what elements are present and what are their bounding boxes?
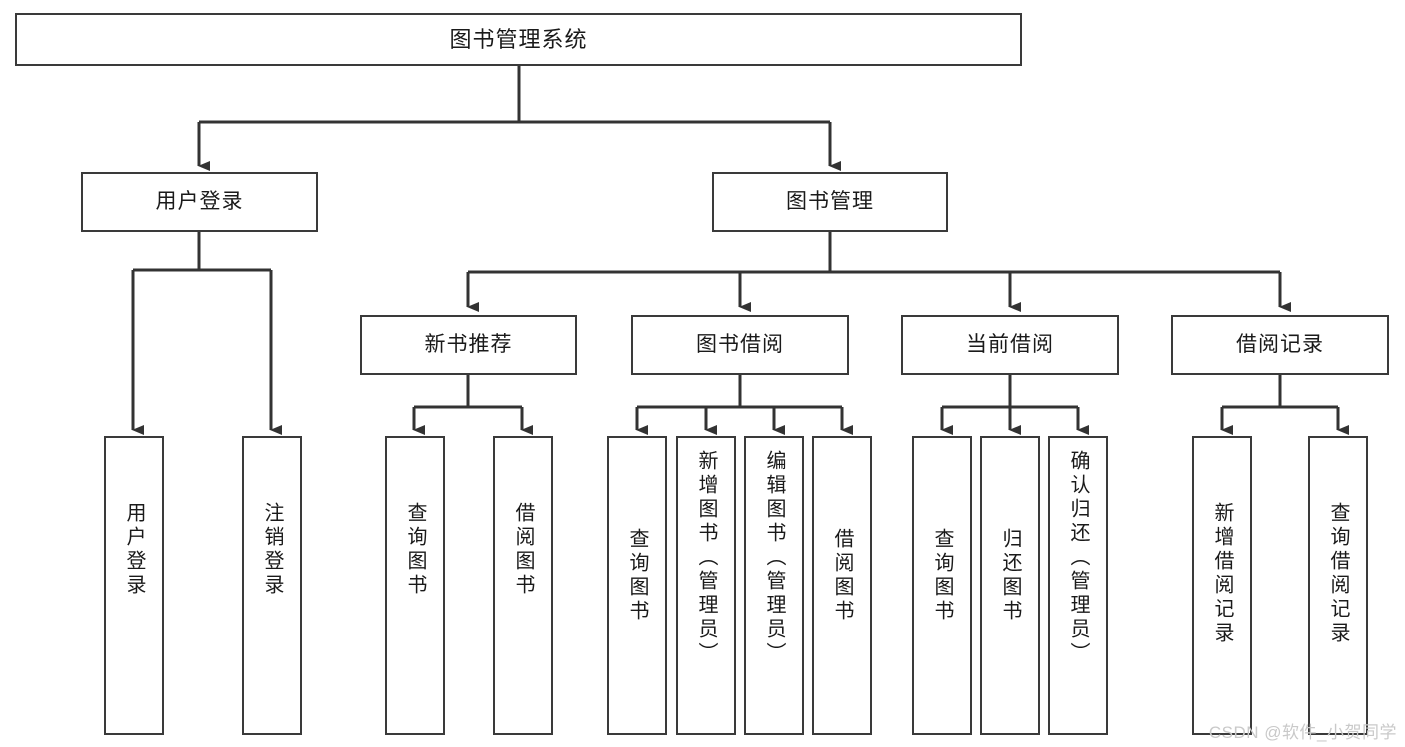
node-label: 新书推荐 <box>424 332 513 356</box>
node-current-borrow[interactable]: 当前借阅 <box>901 315 1119 375</box>
node-label: 用户登录 <box>123 502 145 598</box>
watermark: CSDN @软件_小贺同学 <box>1208 723 1397 742</box>
leaf-query-record[interactable]: 查询借阅记录 <box>1308 436 1368 735</box>
leaf-borrow-book-2[interactable]: 借阅图书 <box>812 436 872 735</box>
node-root-system[interactable]: 图书管理系统 <box>15 13 1022 66</box>
leaf-add-book[interactable]: 新增图书（管理员） <box>676 436 736 735</box>
node-label: 借阅图书 <box>512 502 534 598</box>
node-new-book-rec[interactable]: 新书推荐 <box>360 315 577 375</box>
leaf-query-book-1[interactable]: 查询图书 <box>385 436 445 735</box>
leaf-edit-book[interactable]: 编辑图书（管理员） <box>744 436 804 735</box>
node-user-login[interactable]: 用户登录 <box>81 172 318 232</box>
node-label: 新增图书（管理员） <box>695 450 717 666</box>
leaf-borrow-book-1[interactable]: 借阅图书 <box>493 436 553 735</box>
leaf-confirm-return[interactable]: 确认归还（管理员） <box>1048 436 1108 735</box>
node-label: 借阅图书 <box>831 528 853 624</box>
node-label: 当前借阅 <box>966 332 1054 356</box>
node-borrow-record[interactable]: 借阅记录 <box>1171 315 1389 375</box>
node-label: 用户登录 <box>155 189 244 213</box>
node-label: 图书管理 <box>786 189 874 213</box>
node-label: 借阅记录 <box>1236 332 1324 356</box>
node-label: 图书管理系统 <box>449 26 588 52</box>
node-label: 新增借阅记录 <box>1211 502 1233 646</box>
leaf-query-book-3[interactable]: 查询图书 <box>912 436 972 735</box>
node-label: 图书借阅 <box>696 332 784 356</box>
node-label: 查询图书 <box>626 528 648 624</box>
node-label: 查询图书 <box>404 502 426 598</box>
leaf-add-record[interactable]: 新增借阅记录 <box>1192 436 1252 735</box>
leaf-user-login[interactable]: 用户登录 <box>104 436 164 735</box>
node-label: 注销登录 <box>261 502 283 598</box>
node-label: 归还图书 <box>999 528 1021 624</box>
node-label: 查询借阅记录 <box>1327 502 1349 646</box>
node-label: 查询图书 <box>931 528 953 624</box>
node-label: 编辑图书（管理员） <box>763 450 785 666</box>
node-book-manage[interactable]: 图书管理 <box>712 172 948 232</box>
leaf-logout[interactable]: 注销登录 <box>242 436 302 735</box>
node-label: 确认归还（管理员） <box>1067 450 1089 666</box>
node-book-borrow[interactable]: 图书借阅 <box>631 315 849 375</box>
leaf-return-book[interactable]: 归还图书 <box>980 436 1040 735</box>
leaf-query-book-2[interactable]: 查询图书 <box>607 436 667 735</box>
